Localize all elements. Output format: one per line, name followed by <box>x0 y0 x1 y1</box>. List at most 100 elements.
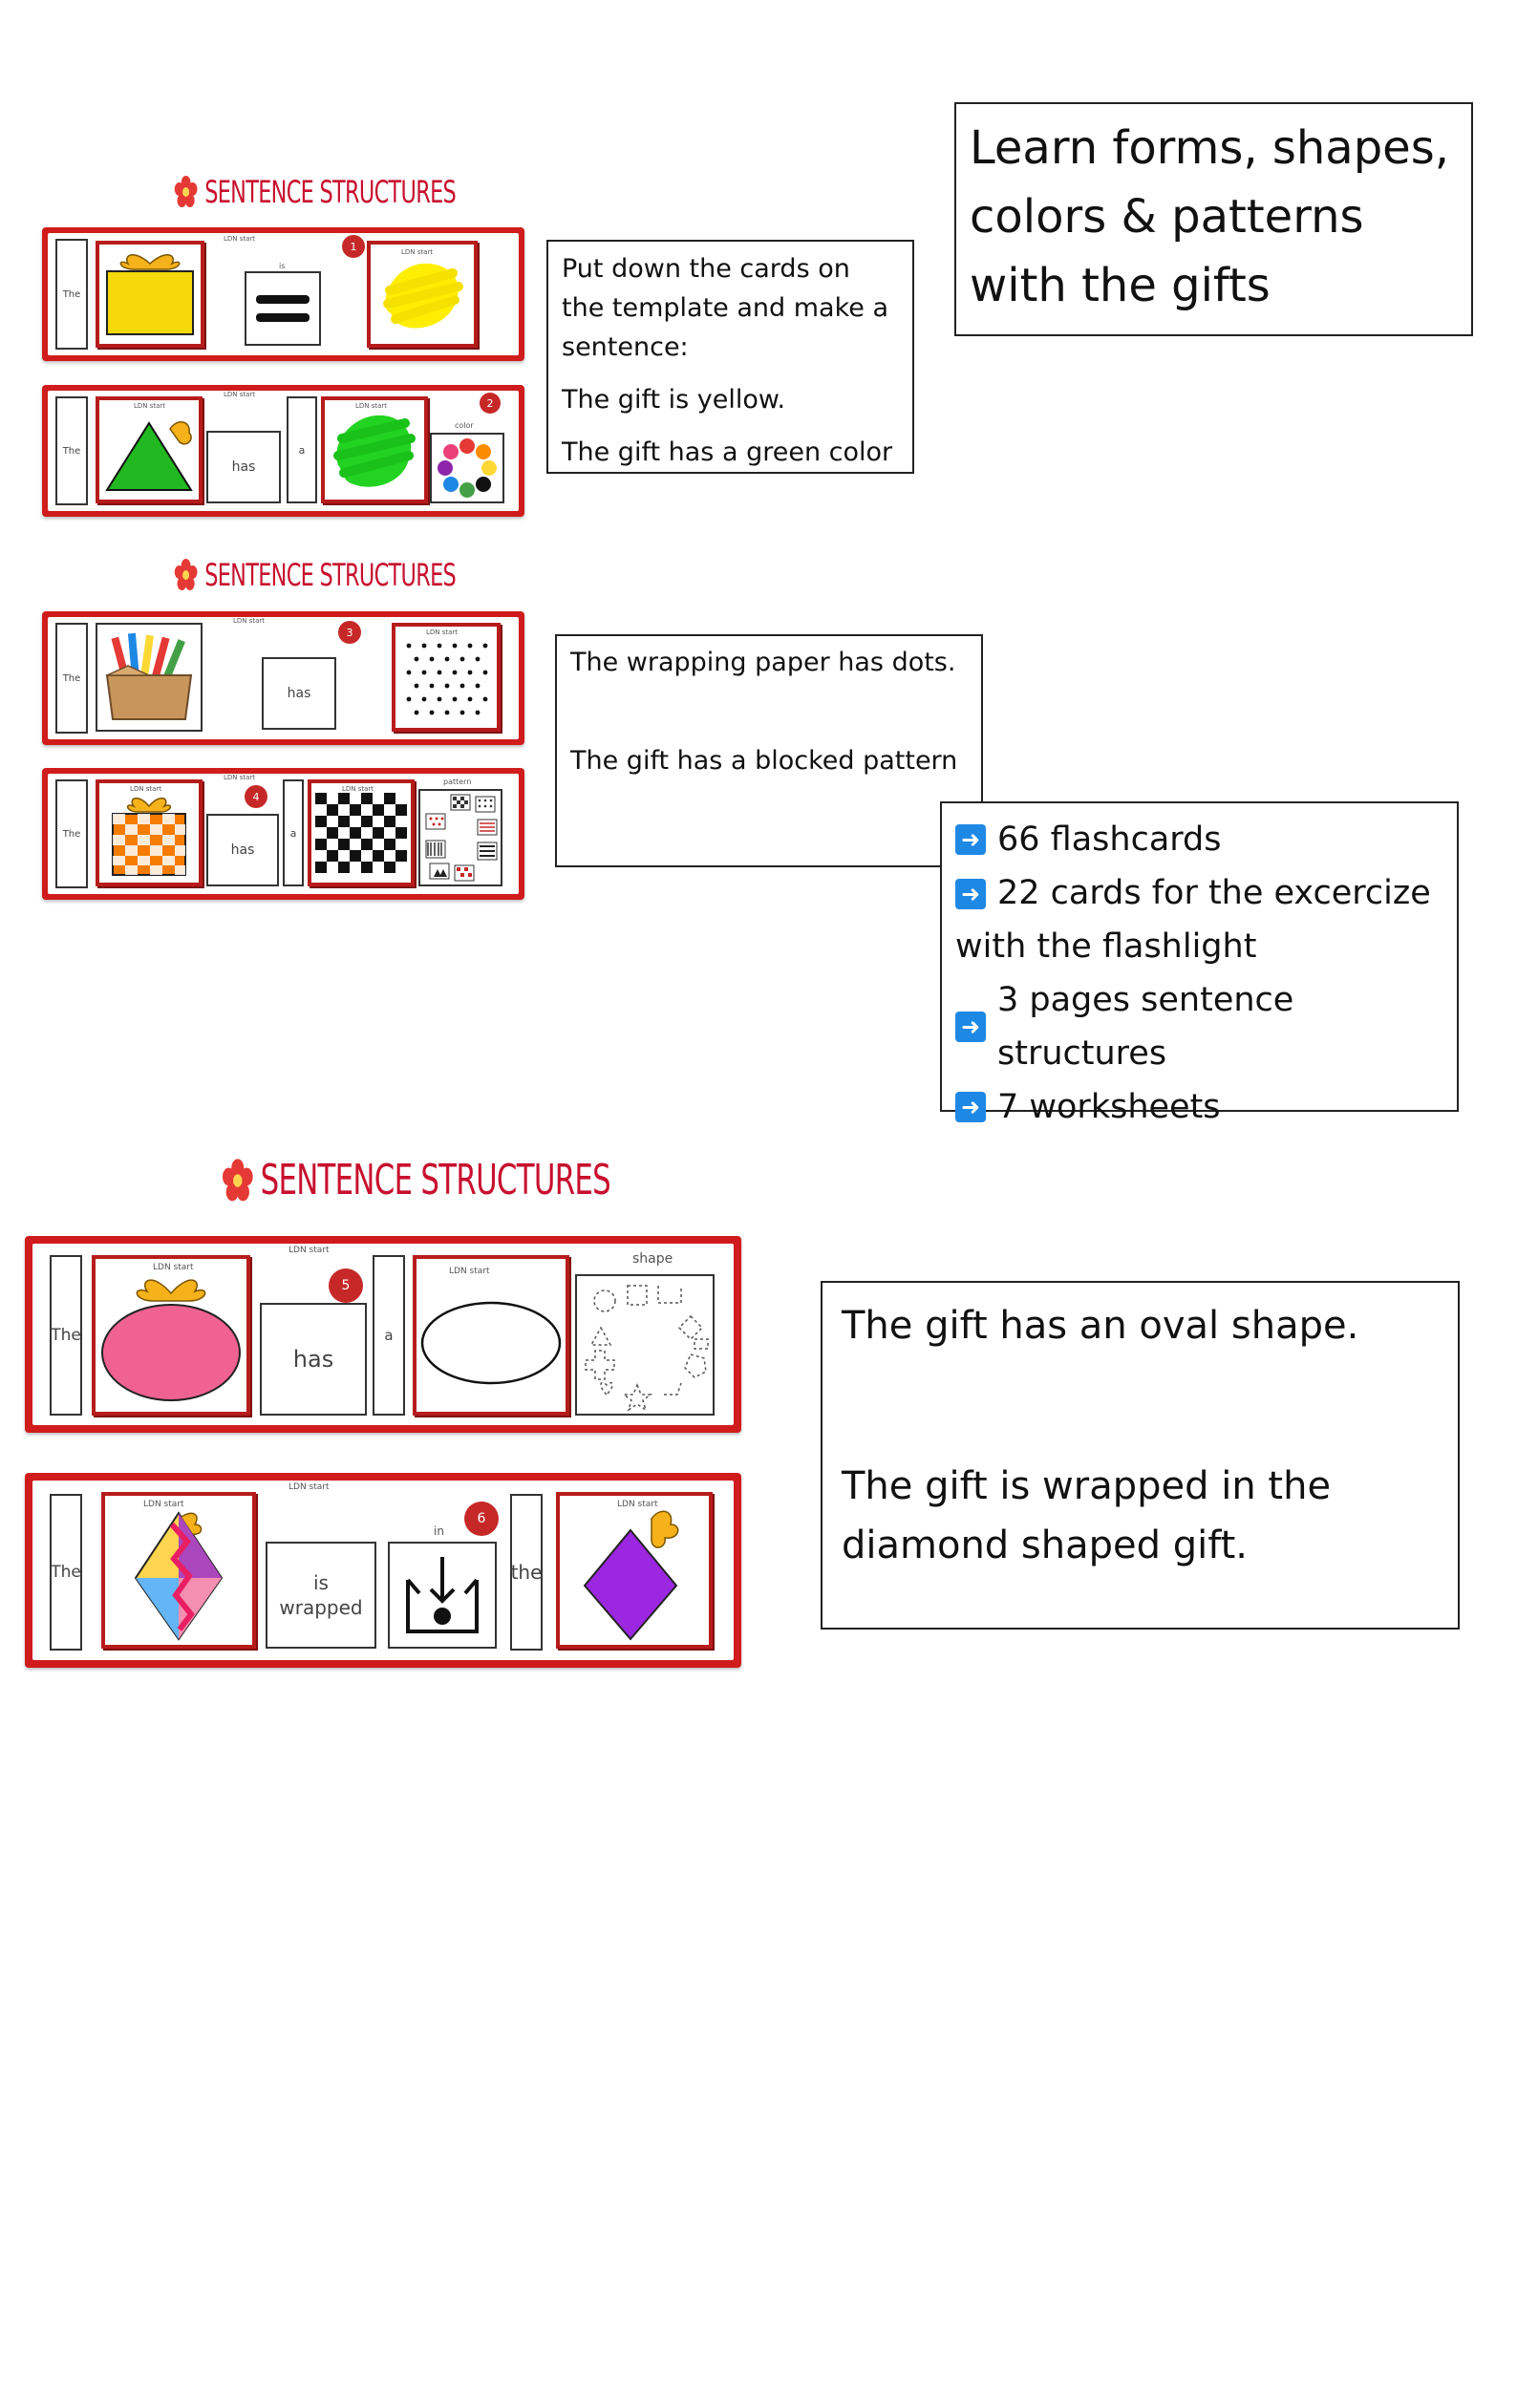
gift-card-yellow <box>96 241 204 348</box>
word-slot-has: has <box>206 431 281 503</box>
sentence-strip-1: The LDN start is 1 LDN start <box>42 227 524 361</box>
title-text: Learn forms, shapes, colors & patterns w… <box>970 121 1449 312</box>
oval-shape-card: LDN start <box>413 1255 569 1416</box>
color-card-green: LDN start <box>321 396 428 503</box>
checkerboard-icon <box>315 793 407 873</box>
pattern-line-1: The wrapping paper has dots. <box>570 648 956 677</box>
green-scribble-icon <box>333 415 416 487</box>
flower-icon <box>222 1158 253 1201</box>
pink-oval-gift-icon <box>101 1279 241 1401</box>
pattern-line-2: The gift has a blocked pattern <box>570 746 958 776</box>
shape-line-2: The gift is wrapped in the diamond shape… <box>842 1464 1332 1567</box>
word-slot-a: a <box>283 779 304 886</box>
word-in-label: in <box>434 1524 444 1538</box>
title-box: Learn forms, shapes, colors & patterns w… <box>954 102 1473 336</box>
instruction-line-1: Put down the cards on the template and m… <box>562 254 888 362</box>
instruction-line-2: The gift is yellow. <box>562 385 786 415</box>
pink-oval-gift-card: LDN start <box>92 1255 250 1416</box>
oval-outline-icon <box>420 1301 562 1385</box>
shape-box: The gift has an oval shape. The gift is … <box>821 1281 1460 1630</box>
blocked-gift-card: LDN start <box>96 779 203 886</box>
equals-icon <box>256 295 310 322</box>
word-slot-a: a <box>373 1255 405 1416</box>
word-is-label: is <box>279 262 286 270</box>
arrow-right-icon: ➜ <box>955 1092 986 1122</box>
word-slot-the: The <box>55 623 88 734</box>
number-badge-4: 4 <box>245 785 267 808</box>
wrapping-paper-box-icon <box>105 632 193 720</box>
section-heading-1-text: Sentence structures <box>204 174 457 210</box>
section-heading-2: Sentence structures <box>174 557 457 593</box>
contents-item: ➜ 7 worksheets <box>955 1080 1443 1134</box>
yellow-gift-icon <box>106 254 194 335</box>
contents-item: ➜ 3 pages sentence structures <box>955 973 1443 1080</box>
equals-card <box>245 271 321 346</box>
shape-samples-icon <box>585 1285 709 1412</box>
contents-box: ➜ 66 flashcards ➜22 cards for the excerc… <box>940 801 1459 1126</box>
number-badge-5: 5 <box>329 1268 363 1303</box>
shape-label: shape <box>632 1251 673 1267</box>
checker-pattern-card: LDN start <box>308 779 415 886</box>
card-tag: LDN start <box>224 235 256 243</box>
in-symbol-card <box>388 1542 497 1649</box>
pattern-box: The wrapping paper has dots. The gift ha… <box>555 634 983 867</box>
yellow-scribble-icon <box>383 263 463 329</box>
contents-item: ➜22 cards for the excercize with the fla… <box>955 874 1431 966</box>
pattern-samples-card <box>418 789 502 886</box>
flower-icon <box>174 176 198 207</box>
shape-line-1: The gift has an oval shape. <box>842 1304 1359 1348</box>
colorful-diamond-gift-icon <box>134 1511 224 1641</box>
word-slot-has: has <box>206 814 279 886</box>
word-slot-the: The <box>55 239 88 350</box>
section-heading-3: Sentence structures <box>222 1156 611 1204</box>
card-tag: LDN start <box>288 1482 330 1492</box>
section-heading-1: Sentence structures <box>174 174 457 210</box>
word-slot-the: The <box>50 1494 82 1651</box>
contents-item: ➜ 66 flashcards <box>955 813 1443 866</box>
purple-diamond-gift-icon <box>583 1510 679 1641</box>
sentence-strip-6: The LDN start LDN start is wrapped in 6 … <box>25 1473 741 1668</box>
card-tag: LDN start <box>224 774 256 781</box>
orange-checked-gift-icon <box>112 797 186 876</box>
word-slot-the: The <box>55 779 88 888</box>
word-slot-the: The <box>50 1255 82 1416</box>
pattern-label: pattern <box>443 778 472 786</box>
flower-icon <box>174 559 198 590</box>
number-badge-6: 6 <box>464 1502 499 1536</box>
number-badge-3: 3 <box>338 621 361 644</box>
color-label: color <box>455 421 474 430</box>
card-tag: LDN start <box>224 391 256 398</box>
sentence-strip-4: The LDN start LDN start 4 has a LDN star… <box>42 768 524 900</box>
arrow-right-icon: ➜ <box>955 879 986 909</box>
section-heading-2-text: Sentence structures <box>204 557 457 593</box>
instruction-line-3: The gift has a green color <box>562 437 893 467</box>
word-slot-the-lower: the <box>510 1494 543 1651</box>
card-tag: LDN start <box>233 617 266 625</box>
diamond-gift-card: LDN start <box>101 1492 256 1649</box>
word-slot-has: has <box>260 1303 367 1416</box>
arrow-right-icon: ➜ <box>955 824 986 855</box>
instruction-box: Put down the cards on the template and m… <box>546 240 914 474</box>
color-card-yellow: LDN start <box>367 241 478 348</box>
dots-pattern-card: LDN start <box>392 623 501 732</box>
arrow-right-icon: ➜ <box>955 1012 986 1042</box>
sentence-strip-3: The LDN start has 3 LDN start <box>42 611 524 745</box>
word-slot-the: The <box>55 396 88 505</box>
word-slot-a: a <box>287 396 317 503</box>
wrapping-paper-card <box>96 623 203 732</box>
gift-card-triangle: LDN start <box>96 396 203 503</box>
number-badge-1: 1 <box>342 235 365 258</box>
sentence-strip-2: The LDN start LDN start has a 2 LDN star… <box>42 385 524 517</box>
green-triangle-gift-icon <box>105 421 193 491</box>
purple-diamond-gift-card: LDN start <box>556 1492 713 1649</box>
number-badge-2: 2 <box>480 393 501 414</box>
color-wheel-card <box>430 433 504 503</box>
shape-samples-card <box>575 1274 715 1416</box>
section-heading-3-text: Sentence structures <box>260 1156 611 1204</box>
dots-pattern-icon <box>406 643 488 715</box>
word-slot-is-wrapped: is wrapped <box>266 1542 376 1649</box>
word-slot-has: has <box>262 657 336 730</box>
card-tag: LDN start <box>288 1246 330 1255</box>
arrow-into-box-icon <box>406 1557 479 1633</box>
sentence-strip-5: The LDN start LDN start has 5 a LDN star… <box>25 1236 741 1433</box>
